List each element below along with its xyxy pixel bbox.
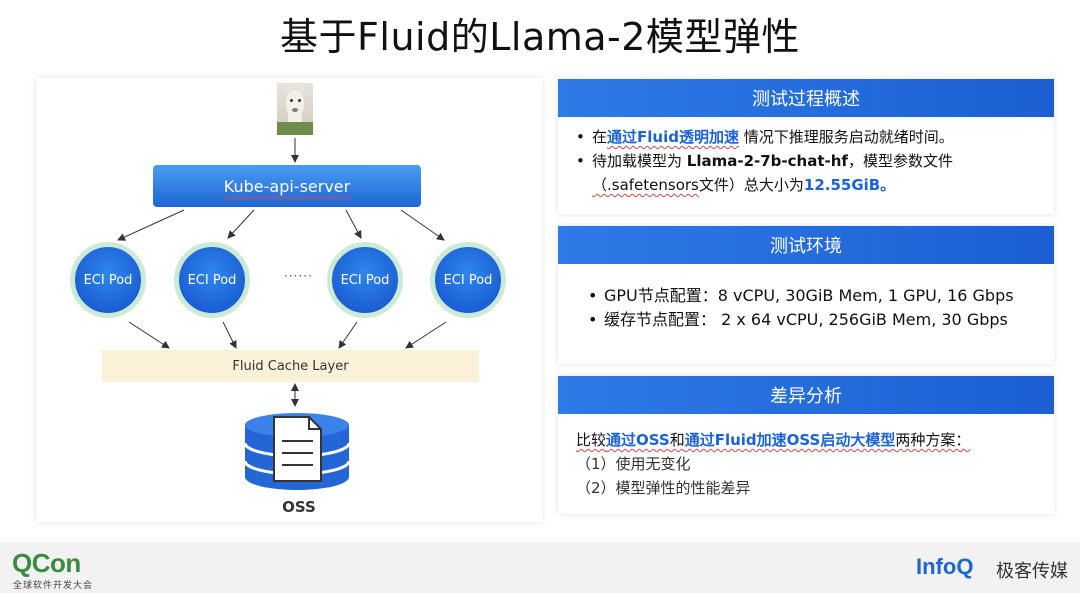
model-size: 12.55GiB	[803, 176, 881, 194]
test-env-panel: 测试环境 GPU节点配置：8 vCPU, 30GiB Mem, 1 GPU, 1…	[558, 226, 1054, 364]
cache-node-config: 缓存节点配置： 2 x 64 vCPU, 256GiB Mem, 30 Gbps	[588, 308, 1036, 332]
fluid-cache-layer: Fluid Cache Layer	[102, 350, 479, 382]
diff-analysis-header: 差异分析	[558, 376, 1054, 414]
fluid-accel-highlight: 通过Fluid透明加速	[607, 128, 739, 146]
diff-point-2: （2）模型弹性的性能差异	[576, 479, 751, 497]
infoq-logo: InfoQ	[916, 554, 974, 579]
gpu-node-config: GPU节点配置：8 vCPU, 30GiB Mem, 1 GPU, 16 Gbp…	[588, 284, 1036, 308]
qcon-subtitle: 全球软件开发大会	[13, 581, 94, 591]
geek-media-label: 极客传媒	[996, 561, 1068, 582]
eci-pod-1: ECI Pod	[70, 242, 146, 318]
eci-pod-3: ECI Pod	[327, 242, 403, 318]
test-overview-header: 测试过程概述	[558, 79, 1054, 117]
option-oss: 通过OSS	[606, 431, 670, 449]
eci-pod-2: ECI Pod	[174, 242, 250, 318]
oss-storage-icon	[243, 413, 351, 490]
qcon-logo: QCon	[12, 548, 81, 578]
ellipsis: ······	[284, 269, 313, 283]
architecture-diagram: Kube-api-server ECI Pod ECI Pod ······ E…	[36, 78, 542, 522]
test-overview-panel: 测试过程概述 在通过Fluid透明加速 情况下推理服务启动就绪时间。 待加载模型…	[558, 79, 1054, 214]
test-env-header: 测试环境	[558, 226, 1054, 264]
eci-pod-4: ECI Pod	[430, 242, 506, 318]
connector-arrows	[117, 138, 447, 407]
oss-label: OSS	[282, 498, 316, 516]
overview-bullet-1: 在通过Fluid透明加速 情况下推理服务启动就绪时间。	[576, 125, 1036, 149]
kube-api-server-box: Kube-api-server	[153, 165, 421, 207]
footer-bar: QCon 全球软件开发大会 InfoQ 极客传媒	[0, 542, 1080, 593]
overview-bullet-2: 待加载模型为 Llama-2-7b-chat-hf，模型参数文件 （.safet…	[576, 149, 1036, 197]
option-fluid: 通过Fluid加速OSS启动大模型	[684, 431, 896, 449]
diff-point-1: （1）使用无变化	[576, 455, 691, 473]
llama-image	[277, 83, 313, 135]
diff-analysis-panel: 差异分析 比较通过OSS和通过Fluid加速OSS启动大模型两种方案： （1）使…	[558, 376, 1054, 514]
kube-api-server-label: Kube-api-server	[223, 176, 351, 196]
page-title: 基于Fluid的Llama-2模型弹性	[280, 15, 800, 59]
model-name: Llama-2-7b-chat-hf	[686, 152, 848, 170]
diff-summary: 比较通过OSS和通过Fluid加速OSS启动大模型两种方案：	[576, 431, 971, 449]
